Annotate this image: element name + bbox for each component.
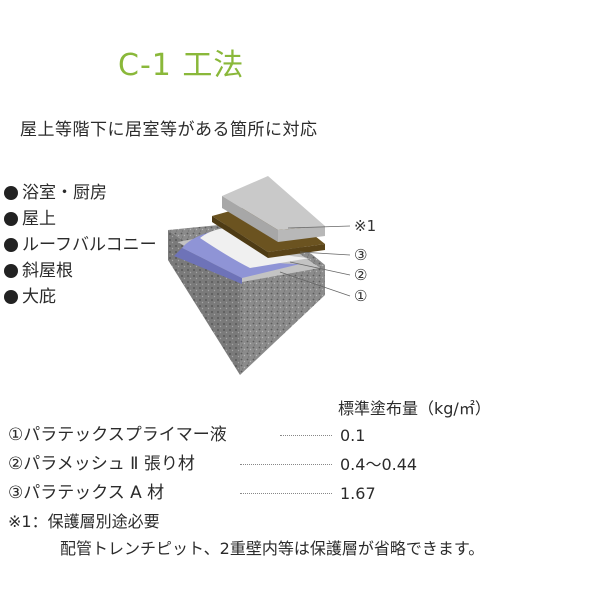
materials-table: ①パラテックスプライマー液 0.1 ②パラメッシュ Ⅱ 張り材 0.4〜0.44… (8, 421, 588, 508)
material-label: ②パラメッシュ Ⅱ 張り材 (8, 454, 195, 474)
page-title: C-1 工法 (118, 48, 245, 83)
membrane-edge-right (268, 244, 325, 258)
application-list: 浴室・厨房 屋上 ルーフバルコニー 斜屋根 大庇 (4, 180, 157, 310)
material-row: ③パラテックス A 材 1.67 (8, 479, 588, 508)
protective-layer-top (222, 176, 325, 230)
callout-line-2 (299, 251, 351, 256)
list-item: 大庇 (4, 284, 157, 310)
bullet-icon (4, 212, 18, 226)
material-label: ③パラテックス A 材 (8, 483, 165, 503)
material-rate: 1.67 (340, 484, 376, 503)
layer-diagram: ※1 ③ ② ① (168, 176, 376, 375)
material-label: ①パラテックスプライマー液 (8, 425, 227, 445)
rate-header: 標準塗布量（kg/㎡） (338, 399, 491, 418)
material-rate: 0.4〜0.44 (340, 455, 418, 474)
material-row: ①パラテックスプライマー液 0.1 (8, 421, 588, 450)
callout-line-3 (289, 261, 351, 276)
material-rate: 0.1 (340, 426, 366, 445)
callout-protective: ※1 (354, 217, 376, 235)
subtitle: 屋上等階下に居室等がある箇所に対応 (20, 120, 318, 140)
bullet-icon (4, 238, 18, 252)
list-item: 斜屋根 (4, 258, 157, 284)
note-protective-layer: ※1：保護層別途必要 (8, 512, 160, 531)
material-row: ②パラメッシュ Ⅱ 張り材 0.4〜0.44 (8, 450, 588, 479)
callout-line-1 (287, 225, 351, 229)
bullet-icon (4, 186, 18, 200)
list-item: 浴室・厨房 (4, 180, 157, 206)
membrane-edge (212, 216, 268, 258)
callout-1: ① (354, 287, 367, 305)
leader-dots (280, 435, 332, 436)
list-item: ルーフバルコニー (4, 232, 157, 258)
callout-line-4 (279, 271, 351, 297)
callout-3: ③ (354, 246, 367, 264)
mesh-layer-edge (174, 248, 242, 284)
callout-2: ② (354, 266, 367, 284)
bullet-icon (4, 264, 18, 278)
concrete-base-right (240, 265, 325, 375)
leader-dots (240, 493, 332, 494)
note-omission: 配管トレンチピット、2重壁内等は保護層が省略できます。 (60, 539, 485, 558)
protective-layer-right (278, 226, 325, 242)
concrete-base-left (168, 230, 240, 375)
leader-dots (240, 464, 332, 465)
list-item: 屋上 (4, 206, 157, 232)
protective-layer-left (222, 196, 278, 242)
bullet-icon (4, 290, 18, 304)
